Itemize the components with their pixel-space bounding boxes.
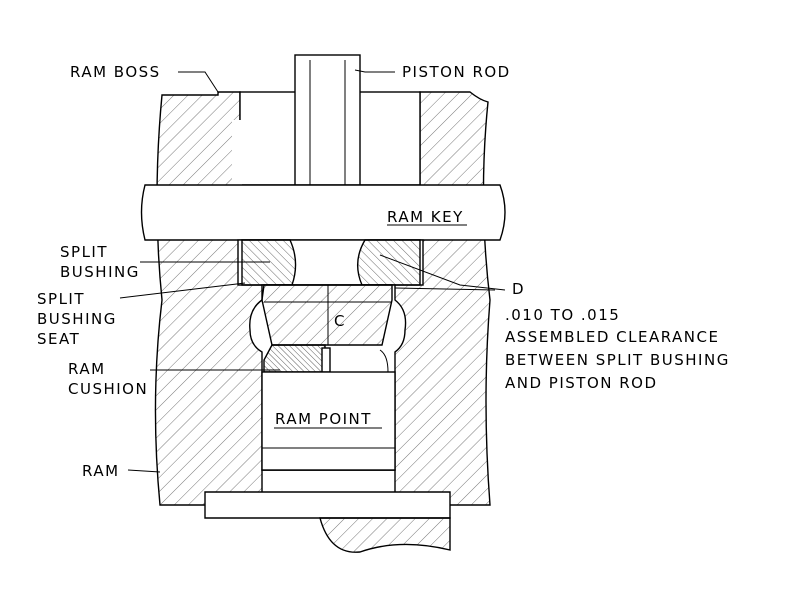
label-split-bushing-1: SPLIT: [60, 243, 108, 261]
label-clearance-2: ASSEMBLED CLEARANCE: [505, 328, 719, 346]
label-seat-1: SPLIT: [37, 290, 85, 308]
label-ram-boss: RAM BOSS: [70, 63, 161, 81]
split-bushing-right: [357, 239, 421, 286]
label-clearance-3: BETWEEN SPLIT BUSHING: [505, 351, 730, 369]
piston-rod: [294, 54, 361, 186]
label-clearance-1: .010 TO .015: [505, 306, 620, 324]
piston-head: [261, 284, 393, 346]
die-plate: [204, 491, 451, 519]
label-ram: RAM: [82, 462, 120, 480]
label-ram-cushion-2: CUSHION: [68, 380, 148, 398]
ram-cushion: [263, 344, 326, 373]
ram-point: [261, 371, 396, 471]
label-seat-3: SEAT: [37, 330, 80, 348]
die: [319, 517, 451, 553]
label-c: C: [334, 312, 346, 330]
label-ram-point: RAM POINT: [275, 410, 372, 428]
label-piston-rod: PISTON ROD: [402, 63, 511, 81]
label-clearance-4: AND PISTON ROD: [505, 374, 658, 392]
label-seat-2: BUSHING: [37, 310, 117, 328]
ram-key: [140, 184, 506, 241]
label-ram-cushion-1: RAM: [68, 360, 106, 378]
label-ram-key: RAM KEY: [387, 208, 464, 226]
label-d: D: [512, 280, 525, 298]
label-split-bushing-2: BUSHING: [60, 263, 140, 281]
